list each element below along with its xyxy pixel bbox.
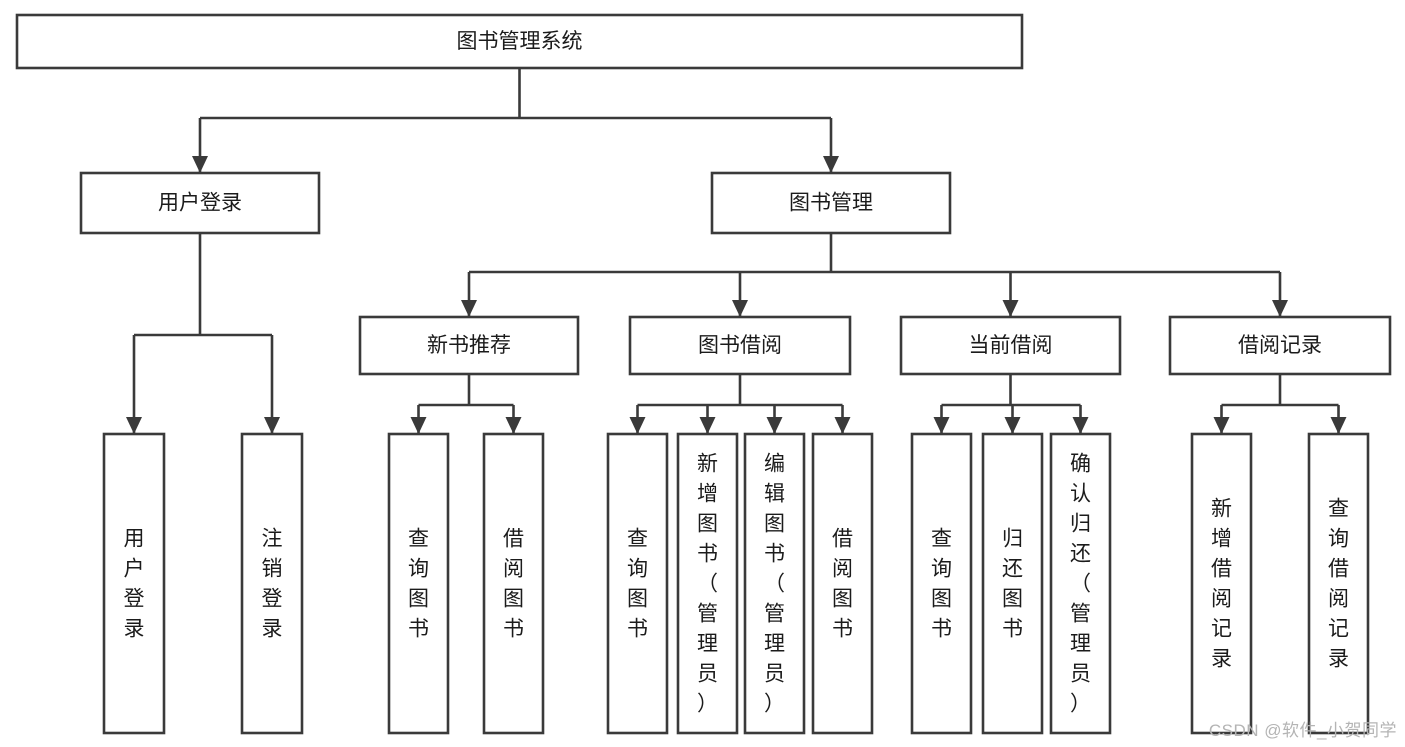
book-manage-to-level3-arrow-2: [1002, 300, 1019, 317]
node-label-leaf-edit-book: 编辑图书（管理员）: [764, 453, 785, 716]
node-user-login[interactable]: 用户登录: [79, 171, 321, 235]
node-label-book-borrow: 图书借阅: [698, 334, 782, 357]
root-to-level2-arrow-1: [823, 156, 839, 173]
new-book-recommend-to-leaves-arrow-1: [505, 417, 522, 434]
new-book-recommend-to-leaves-arrow-0: [410, 417, 427, 434]
node-box-leaf-user-logout: [240, 432, 304, 735]
node-label-leaf-query-book-1: 查询图书: [408, 528, 429, 641]
node-box-borrow-record: [1168, 315, 1392, 376]
current-borrow-to-leaves-arrow-1: [1004, 417, 1021, 434]
node-label-new-book-recommend: 新书推荐: [427, 334, 511, 357]
node-box-book-borrow: [628, 315, 852, 376]
node-box-leaf-query-book-2: [606, 432, 669, 735]
node-leaf-borrow-book-2[interactable]: 借阅图书: [811, 432, 874, 735]
node-leaf-add-record[interactable]: 新增借阅记录: [1190, 432, 1253, 735]
node-box-leaf-query-record: [1307, 432, 1370, 735]
node-leaf-user-login[interactable]: 用户登录: [102, 432, 166, 735]
node-leaf-borrow-book-1[interactable]: 借阅图书: [482, 432, 545, 735]
node-box-leaf-add-record: [1190, 432, 1253, 735]
node-leaf-return-book[interactable]: 归还图书: [981, 432, 1044, 735]
borrow-record-to-leaves-arrow-0: [1213, 417, 1230, 434]
book-borrow-to-leaves-arrow-0: [629, 417, 646, 434]
csdn-watermark: CSDN @软件_小贺同学: [1208, 721, 1397, 740]
node-label-book-manage: 图书管理: [789, 192, 873, 215]
borrow-record-to-leaves-arrow-1: [1330, 417, 1347, 434]
node-box-leaf-add-book: [676, 432, 739, 735]
node-label-leaf-query-record: 查询借阅记录: [1328, 498, 1349, 671]
node-label-root: 图书管理系统: [457, 30, 583, 53]
node-label-leaf-confirm-return: 确认归还（管理员）: [1070, 453, 1091, 716]
node-label-leaf-return-book: 归还图书: [1002, 528, 1023, 641]
book-borrow-to-leaves-arrow-3: [834, 417, 851, 434]
node-label-leaf-user-login: 用户登录: [124, 528, 145, 641]
node-leaf-query-record[interactable]: 查询借阅记录: [1307, 432, 1370, 735]
node-box-leaf-user-login: [102, 432, 166, 735]
node-new-book-recommend[interactable]: 新书推荐: [358, 315, 580, 376]
node-label-leaf-add-book: 新增图书（管理员）: [697, 453, 718, 716]
node-leaf-user-logout[interactable]: 注销登录: [240, 432, 304, 735]
book-manage-to-level3-arrow-3: [1272, 300, 1288, 317]
current-borrow-to-leaves-arrow-0: [933, 417, 950, 434]
node-borrow-record[interactable]: 借阅记录: [1168, 315, 1392, 376]
node-label-leaf-query-book-3: 查询图书: [931, 528, 952, 641]
connectors-layer: [126, 68, 1347, 434]
node-root[interactable]: 图书管理系统: [15, 13, 1024, 70]
user-login-to-leaves-arrow-0: [126, 417, 142, 434]
book-manage-to-level3-arrow-1: [732, 300, 748, 317]
node-label-leaf-query-book-2: 查询图书: [627, 528, 648, 641]
book-manage-to-level3-arrow-0: [461, 300, 477, 317]
node-box-leaf-edit-book: [743, 432, 806, 735]
node-box-leaf-query-book-3: [910, 432, 973, 735]
node-box-leaf-borrow-book-1: [482, 432, 545, 735]
node-box-leaf-return-book: [981, 432, 1044, 735]
node-box-root: [15, 13, 1024, 70]
node-label-leaf-borrow-book-1: 借阅图书: [503, 528, 524, 641]
node-leaf-edit-book[interactable]: 编辑图书（管理员）: [743, 432, 806, 735]
node-label-borrow-record: 借阅记录: [1238, 334, 1322, 357]
node-label-leaf-add-record: 新增借阅记录: [1211, 498, 1232, 671]
node-leaf-query-book-2[interactable]: 查询图书: [606, 432, 669, 735]
node-box-user-login: [79, 171, 321, 235]
node-box-book-manage: [710, 171, 952, 235]
node-leaf-confirm-return[interactable]: 确认归还（管理员）: [1049, 432, 1112, 735]
node-box-current-borrow: [899, 315, 1122, 376]
node-label-leaf-user-logout: 注销登录: [262, 528, 283, 641]
node-leaf-query-book-3[interactable]: 查询图书: [910, 432, 973, 735]
node-leaf-add-book[interactable]: 新增图书（管理员）: [676, 432, 739, 735]
node-label-leaf-borrow-book-2: 借阅图书: [832, 528, 853, 641]
node-box-leaf-query-book-1: [387, 432, 450, 735]
node-current-borrow[interactable]: 当前借阅: [899, 315, 1122, 376]
book-borrow-to-leaves-arrow-1: [699, 417, 716, 434]
node-book-manage[interactable]: 图书管理: [710, 171, 952, 235]
node-label-current-borrow: 当前借阅: [969, 334, 1053, 357]
node-box-new-book-recommend: [358, 315, 580, 376]
node-leaf-query-book-1[interactable]: 查询图书: [387, 432, 450, 735]
book-borrow-to-leaves-arrow-2: [766, 417, 783, 434]
node-book-borrow[interactable]: 图书借阅: [628, 315, 852, 376]
root-to-level2-arrow-0: [192, 156, 208, 173]
nodes-layer: 图书管理系统用户登录图书管理新书推荐图书借阅当前借阅借阅记录用户登录注销登录查询…: [15, 13, 1392, 735]
node-label-user-login: 用户登录: [158, 192, 242, 215]
user-login-to-leaves-arrow-1: [264, 417, 280, 434]
node-box-leaf-confirm-return: [1049, 432, 1112, 735]
current-borrow-to-leaves-arrow-2: [1072, 417, 1089, 434]
node-box-leaf-borrow-book-2: [811, 432, 874, 735]
